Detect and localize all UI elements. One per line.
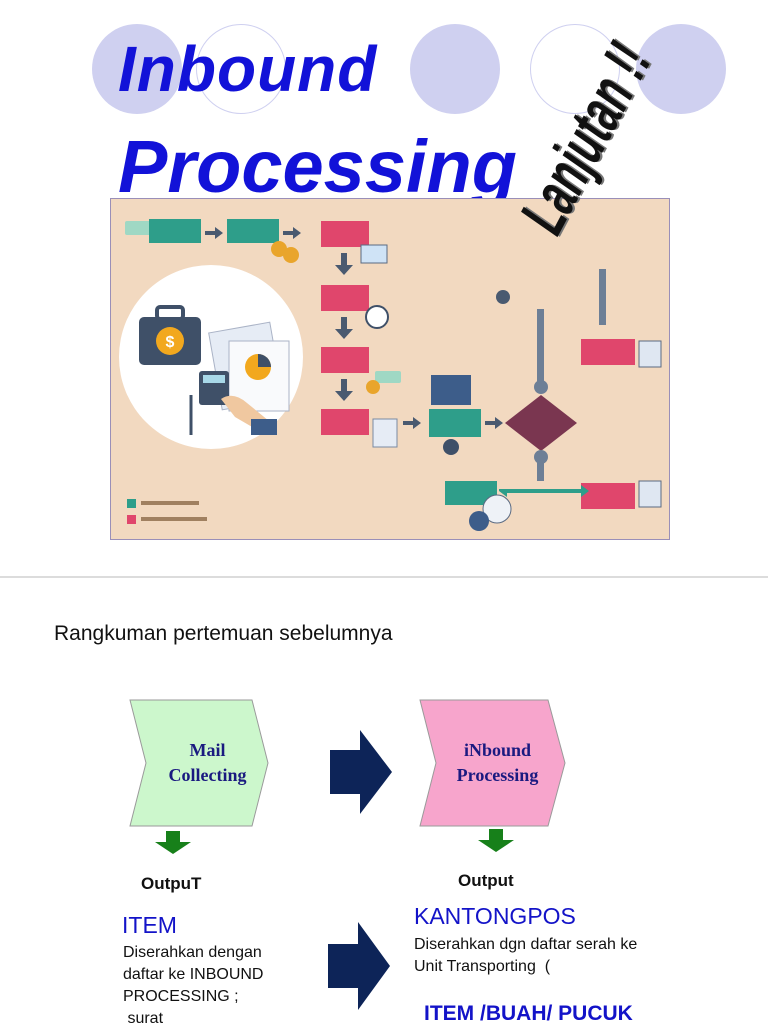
- decision-diamond: [505, 395, 577, 451]
- svg-text:$: $: [166, 334, 175, 351]
- decor-circle-5: [636, 24, 726, 114]
- flow-step-1: [149, 219, 201, 243]
- right-item-line: Diserahkan dgn daftar serah ke: [414, 936, 638, 953]
- mail-collecting-line1: Mail: [189, 740, 226, 760]
- mail-collecting-chevron: [129, 699, 269, 827]
- process-flow-illustration: $: [110, 198, 670, 540]
- cash-receipt-icon: [638, 340, 662, 368]
- legend-swatch-1: [127, 499, 136, 508]
- flow-step-2: [227, 219, 279, 243]
- flow-step-5: [321, 347, 369, 373]
- summary-heading: Rangkuman pertemuan sebelumnya: [54, 622, 393, 645]
- slide-divider: [0, 576, 768, 578]
- mail-collecting-label: Mail Collecting: [150, 738, 265, 788]
- left-item-line: daftar ke INBOUND: [123, 966, 264, 983]
- flow-step-8: [581, 339, 635, 365]
- decor-circle-1: [92, 24, 182, 114]
- left-output-label: OutpuT: [141, 874, 202, 893]
- legend-swatch-2: [127, 515, 136, 524]
- decor-circle-4: [530, 24, 620, 114]
- right-item-line: Unit Transporting (: [414, 958, 551, 975]
- flow-step-4: [321, 285, 369, 311]
- left-item-line: PROCESSING ;: [123, 988, 239, 1005]
- left-item-line: surat: [123, 1010, 164, 1027]
- big-arrow-right-icon: [330, 730, 392, 814]
- decor-circle-2: [196, 24, 286, 114]
- inbound-processing-label: iNbound Processing: [440, 738, 555, 788]
- flow-step-7: [429, 409, 481, 437]
- left-item-title: ITEM: [122, 912, 177, 938]
- dollar-coin-icon: [156, 327, 184, 355]
- calendar-icon: [360, 244, 388, 264]
- stopwatch-icon: [365, 305, 389, 329]
- ledger-icon: [372, 418, 398, 448]
- decor-circle-3: [410, 24, 500, 114]
- right-item-subtitle: ITEM /BUAH/ PUCUK: [424, 1002, 633, 1025]
- down-arrow-icon-1: [155, 831, 191, 854]
- down-arrow-icon-2: [478, 829, 514, 852]
- mail-collecting-line2: Collecting: [168, 765, 247, 785]
- flow-step-9: [581, 483, 635, 509]
- inbound-processing-line2: Processing: [456, 765, 539, 785]
- dollar-badge-icon: [482, 494, 512, 524]
- slide-top: Inbound Processing $: [92, 24, 726, 540]
- right-item-description: Diserahkan dgn daftar serah ke Unit Tran…: [414, 934, 764, 978]
- left-item-description: Diserahkan dengan daftar ke INBOUND PROC…: [123, 942, 323, 1030]
- flow-step-3: [321, 221, 369, 247]
- inbound-processing-chevron: [419, 699, 566, 827]
- inbound-processing-line1: iNbound: [463, 740, 532, 760]
- flowchart-graphic: $: [119, 219, 662, 531]
- big-arrow-right-icon-2: [328, 922, 390, 1010]
- right-item-title: KANTONGPOS: [414, 903, 576, 929]
- refresh-icon: [469, 511, 489, 531]
- flow-step-6: [321, 409, 369, 435]
- title-inbound: Inbound: [118, 33, 378, 105]
- coins-icon: [271, 241, 287, 257]
- process-diagram: [129, 699, 566, 1010]
- title-processing: Processing: [118, 125, 517, 208]
- left-item-line: Diserahkan dengan: [123, 944, 262, 961]
- right-output-label: Output: [458, 871, 514, 890]
- building-icon: [431, 375, 471, 405]
